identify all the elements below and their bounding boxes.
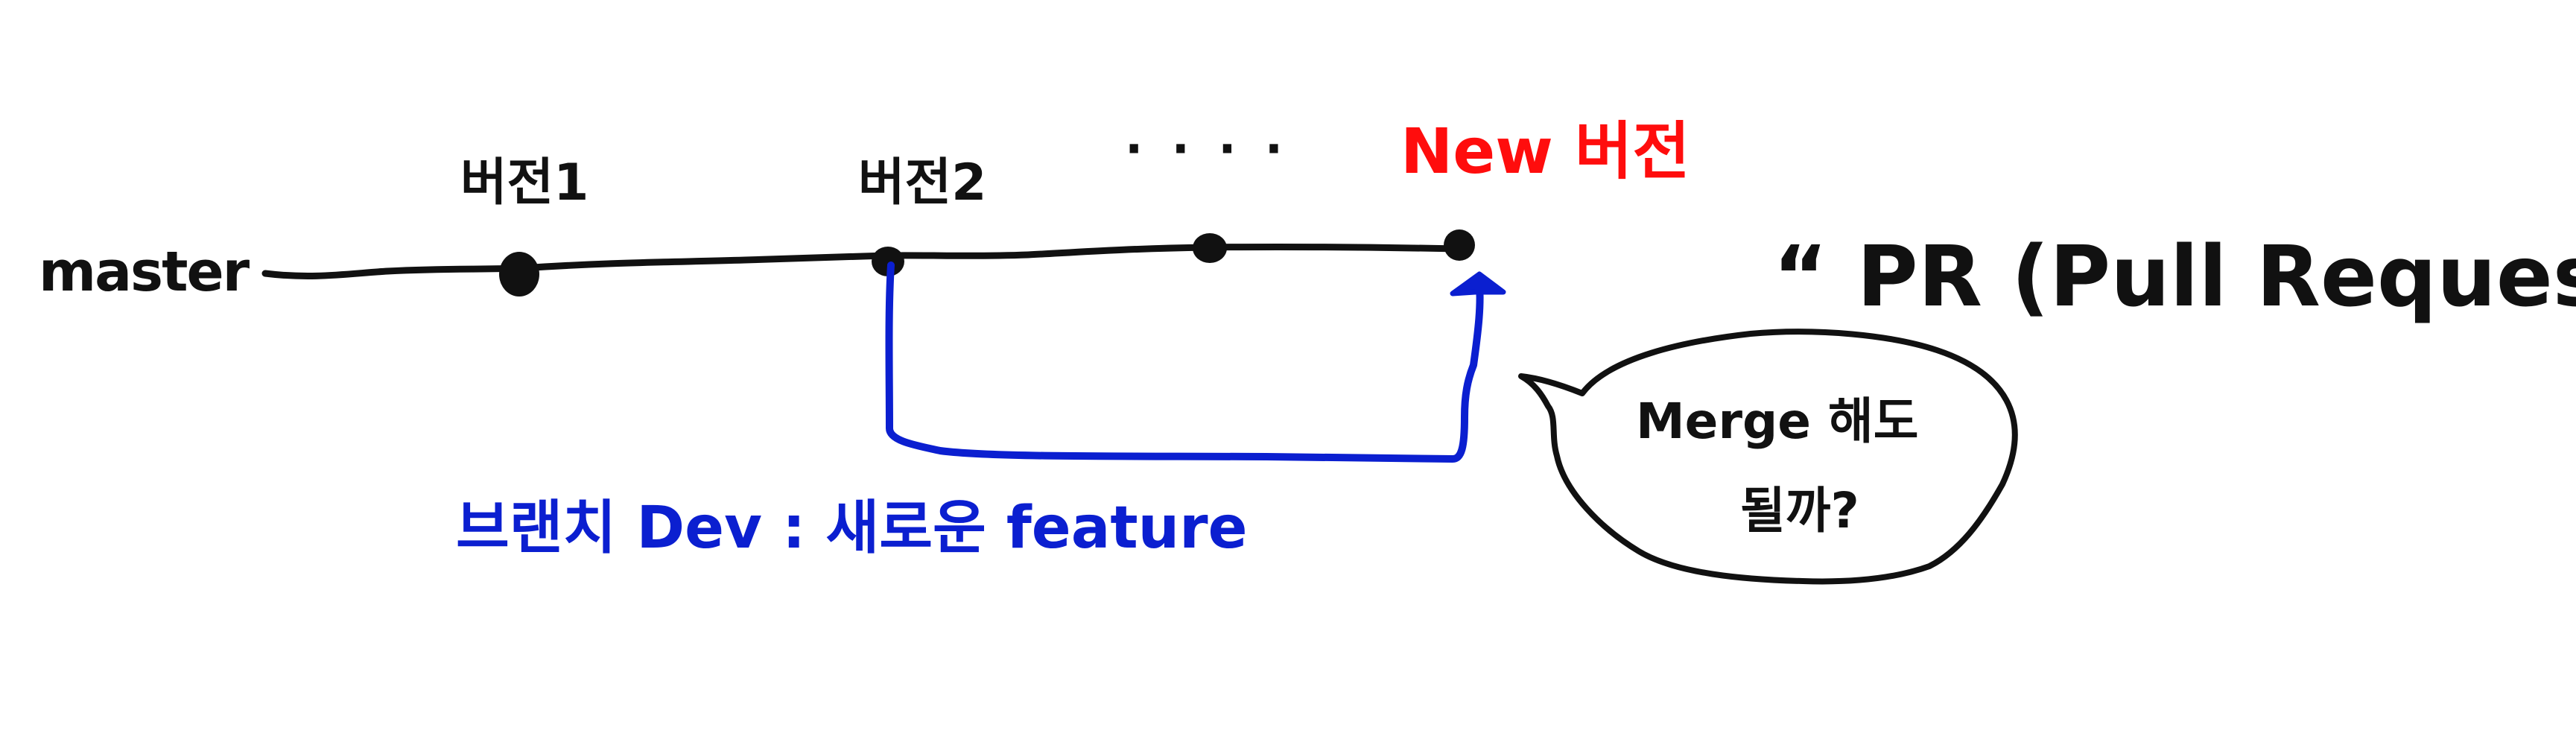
version-1-label: 버전1 [460,153,589,212]
pr-title: “ PR (Pull Request) ” [1773,229,2576,326]
commit-node-2 [872,247,904,276]
merge-arrow-head [1450,271,1506,297]
dev-branch-line [885,261,1484,463]
new-version-label: New 버전 [1400,115,1690,188]
commit-node-3 [1193,233,1227,263]
commit-node-new [1444,229,1475,261]
version-2-label: 버전2 [858,153,986,212]
master-label: master [39,240,250,304]
dev-branch-label: 브랜치 Dev : 새로운 feature [456,495,1248,562]
ellipsis-label: · · · · [1125,122,1289,177]
commit-node-1 [499,252,539,297]
bubble-text-line2: 될까? [1740,482,1859,539]
master-branch-line [261,243,1464,279]
bubble-text-line1: Merge 해도 [1636,393,1918,450]
speech-bubble [1518,329,2018,585]
